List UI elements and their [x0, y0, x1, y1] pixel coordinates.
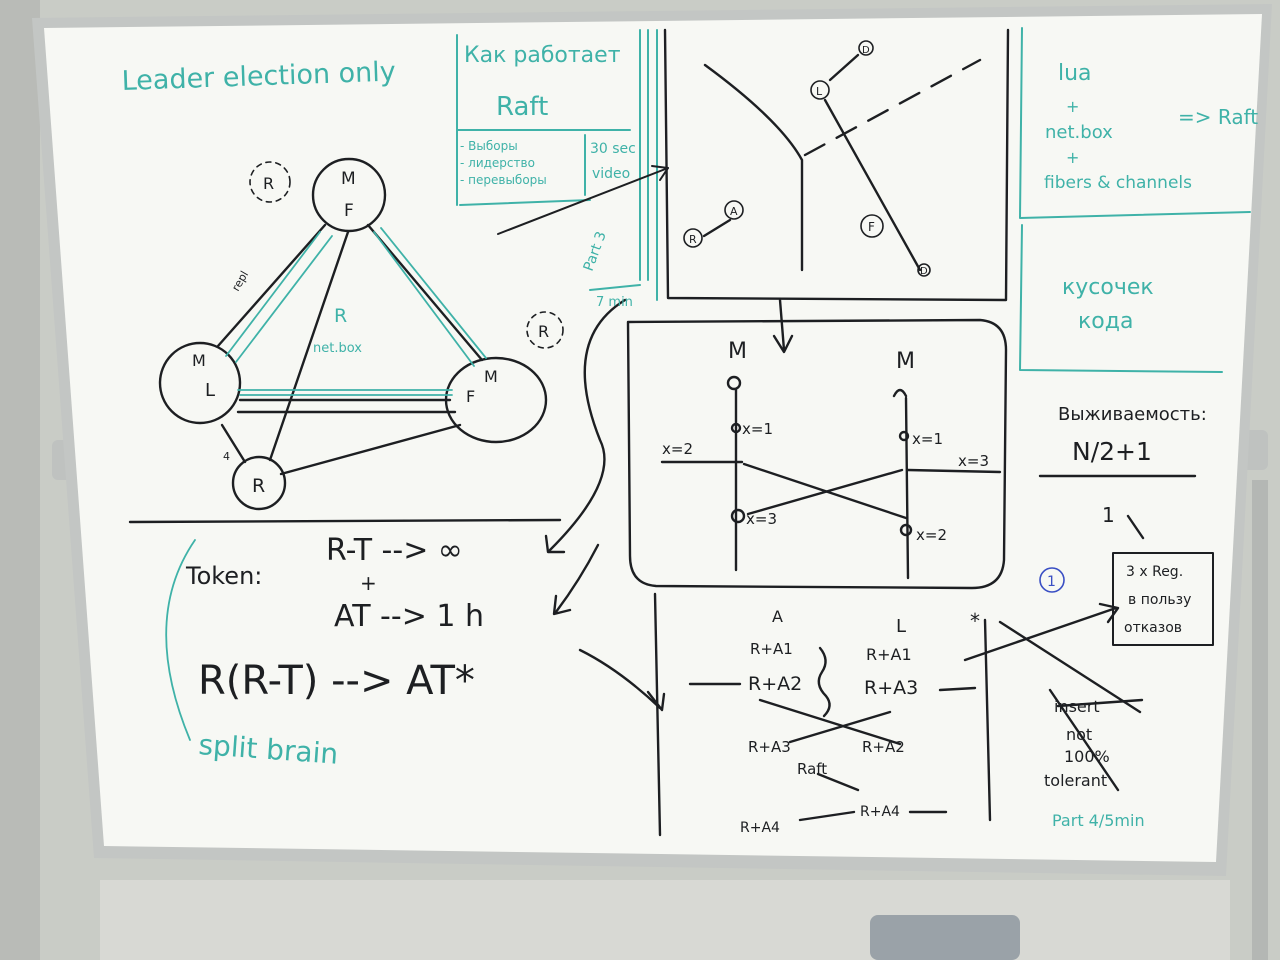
dividers [128, 474, 1214, 837]
quorum-circled: 1 [1047, 574, 1056, 590]
raft-item-1: - Выборы [460, 139, 518, 153]
raft-arrow [497, 165, 669, 235]
quorum-formula: N/2+1 [1072, 437, 1152, 466]
col-a: A [772, 607, 783, 626]
rt-line-plus-2: + [1066, 148, 1079, 167]
center-r-label: R [334, 305, 347, 327]
seq-label-x2-left: x=2 [662, 440, 693, 458]
sequence-box [544, 298, 1008, 590]
ghost-node-1 [249, 161, 291, 203]
quorum-title: Выживаемость: [1058, 404, 1207, 425]
row-left-1: R+A1 [750, 640, 793, 658]
stand-pole-right [1252, 480, 1268, 960]
raft-item-3: - перевыборы [460, 173, 547, 187]
raft-side-note-1: 30 sec [590, 141, 636, 157]
tm-label-r: R [689, 233, 697, 246]
final-left: R+A4 [740, 820, 780, 836]
seq-label-x2-right: x=2 [916, 526, 947, 544]
node-top-m: M [341, 169, 356, 189]
rt-line-fibers: fibers & channels [1044, 173, 1192, 193]
right-teal-boxes [1019, 27, 1251, 373]
regs-line-1: 3 x Reg. [1126, 564, 1183, 580]
quorum-one: 1 [1102, 503, 1115, 527]
edge-4-label: 4 [223, 450, 230, 463]
part-45-label: Part 4/5min [1052, 811, 1145, 830]
token-at: AT --> 1 h [334, 599, 484, 634]
node-top [311, 157, 387, 233]
raft-box-subtitle: Raft [496, 92, 548, 122]
tm-label-d2: D [920, 266, 928, 277]
tm-label-l: L [816, 85, 823, 98]
insert-line-1: insert [1054, 697, 1100, 716]
token-formula: R(R-T) --> AT* [198, 658, 475, 704]
ghost-node-1-label: R [263, 174, 274, 193]
triangle-diagram [158, 157, 564, 511]
rt-line-lua: lua [1058, 61, 1092, 86]
token-label: Token: [185, 562, 262, 590]
node-bottom [231, 455, 287, 511]
raft-label: Raft [797, 760, 827, 778]
insert-line-3: 100% [1064, 747, 1110, 766]
seq-label-x3-right: x=3 [958, 452, 989, 470]
tm-label-f: F [868, 220, 875, 234]
token-rt: R-T --> ∞ [326, 533, 463, 568]
left-wall-shadow [0, 0, 40, 960]
node-left [158, 341, 242, 425]
col-l: L [896, 616, 906, 637]
rt-line-netbox: net.box [1045, 122, 1113, 143]
node-bottom-r: R [252, 475, 265, 497]
seq-label-x3-left: x=3 [746, 510, 777, 528]
triangle-teal-links [165, 227, 487, 741]
center-netbox-label: net.box [313, 341, 362, 356]
raft-item-2: - лидерство [460, 156, 535, 170]
regs-line-3: отказов [1124, 620, 1182, 636]
row-right-2: R+A3 [864, 677, 918, 699]
eraser [870, 915, 1020, 960]
seq-label-x1-left: x=1 [742, 420, 773, 438]
top-middle-diagram [663, 28, 1010, 354]
seq-head-left: M [728, 339, 747, 364]
rt-arrow-raft: => Raft [1178, 105, 1258, 129]
raft-box-lines [456, 29, 658, 301]
tm-label-a: A [730, 205, 738, 218]
raft-side-note-2: video [592, 166, 630, 182]
insert-line-2: not [1066, 725, 1092, 744]
node-left-m: M [192, 351, 206, 370]
seq-head-right: M [896, 349, 915, 374]
final-right: R+A4 [860, 804, 900, 820]
board-surface [44, 14, 1262, 862]
ghost-node-2-label: R [538, 322, 549, 341]
col-star: * [970, 609, 980, 633]
node-top-f: F [344, 201, 354, 221]
raft-box-title: Как работает [464, 43, 621, 68]
quorum-circle [1039, 567, 1065, 593]
ghost-node-2 [526, 311, 564, 349]
rt-line-plus-1: + [1066, 97, 1079, 116]
token-plus: + [360, 571, 377, 595]
right-code-line-2: кода [1078, 309, 1133, 334]
row-left-2: R+A2 [748, 673, 802, 695]
raft-part-time: 7 min [596, 295, 633, 310]
insert-line-4: tolerant [1044, 771, 1107, 790]
marker-tray [100, 880, 1230, 960]
node-right-m: M [484, 367, 498, 386]
node-left-l: L [205, 380, 215, 401]
tm-label-d1: D [862, 45, 870, 56]
node-right-f: F [466, 387, 475, 406]
seq-label-x1-right: x=1 [912, 430, 943, 448]
regs-line-2: в пользу [1128, 592, 1191, 608]
cross-right: R+A2 [862, 738, 905, 756]
right-code-line-1: кусочек [1062, 275, 1154, 300]
cross-left: R+A3 [748, 738, 791, 756]
row-right-1: R+A1 [866, 645, 912, 664]
